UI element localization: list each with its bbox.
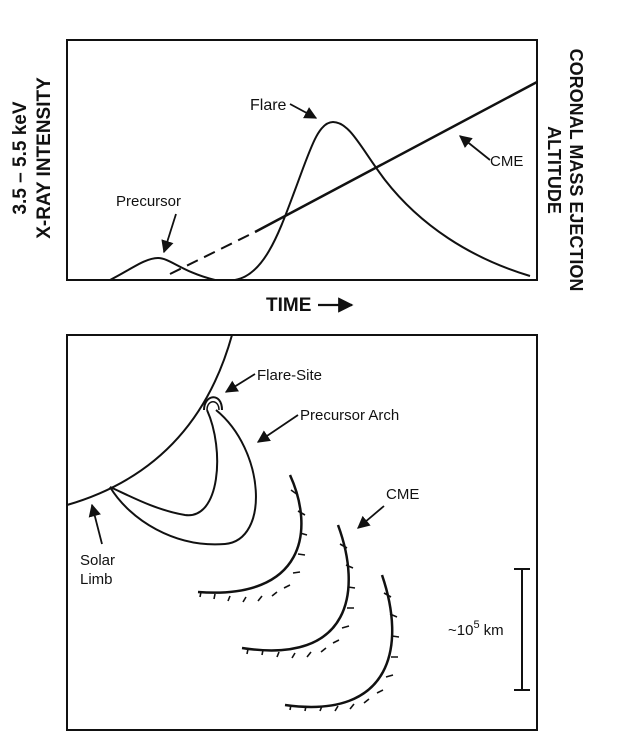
cme-altitude-solid bbox=[254, 80, 538, 234]
cme-front-3 bbox=[284, 574, 400, 712]
cme-altitude-dashed bbox=[169, 231, 256, 275]
precursor-curve bbox=[109, 256, 216, 281]
label-precursor-arch: Precursor Arch bbox=[300, 407, 399, 424]
flare-site-loop bbox=[203, 396, 223, 411]
precursor-arrow bbox=[161, 213, 177, 254]
label-cme-bottom: CME bbox=[386, 486, 419, 503]
precursor-arch-inner bbox=[109, 409, 219, 517]
label-solar: Solar bbox=[80, 552, 115, 569]
scale-label: ~105 km bbox=[448, 619, 504, 639]
top-panel: Precursor Flare CME 3.5 – 5.5 keV X-RAY … bbox=[10, 39, 586, 316]
flare-site-loop-inner bbox=[206, 401, 220, 411]
label-flare: Flare bbox=[250, 97, 287, 114]
top-panel-frame bbox=[66, 39, 538, 281]
solar-limb-arrow bbox=[88, 503, 103, 545]
precursor-arch-outer bbox=[109, 409, 257, 546]
ylabel-line2: X-RAY INTENSITY bbox=[34, 77, 55, 239]
solar-limb bbox=[66, 334, 233, 506]
label-precursor: Precursor bbox=[116, 193, 181, 210]
label-limb: Limb bbox=[80, 571, 113, 588]
ylabel-line1: 3.5 – 5.5 keV bbox=[10, 101, 31, 214]
scale-bar bbox=[514, 568, 530, 691]
scale-label-text: ~10 bbox=[448, 622, 473, 639]
scale-label-unit: km bbox=[484, 622, 504, 639]
cme-top-arrow bbox=[459, 135, 491, 161]
right-label-line2: ALTITUDE bbox=[544, 126, 564, 214]
flare-site-arrow bbox=[224, 373, 256, 393]
flare-curve bbox=[234, 120, 531, 281]
cme-bottom-arrow bbox=[357, 505, 385, 529]
bottom-panel: Flare-Site Precursor Arch CME Solar Limb… bbox=[66, 334, 538, 731]
label-flare-site: Flare-Site bbox=[257, 367, 322, 384]
cme-front-1 bbox=[197, 474, 308, 603]
xlabel-time: TIME bbox=[266, 295, 311, 316]
cme-front-2 bbox=[241, 524, 356, 659]
label-cme-top: CME bbox=[490, 153, 523, 170]
right-label-line1: CORONAL MASS EJECTION bbox=[566, 49, 586, 292]
flare-arrow bbox=[289, 103, 318, 119]
bottom-panel-frame bbox=[66, 334, 538, 731]
precursor-arch-arrow bbox=[256, 414, 299, 443]
scale-label-exp: 5 bbox=[473, 619, 479, 631]
